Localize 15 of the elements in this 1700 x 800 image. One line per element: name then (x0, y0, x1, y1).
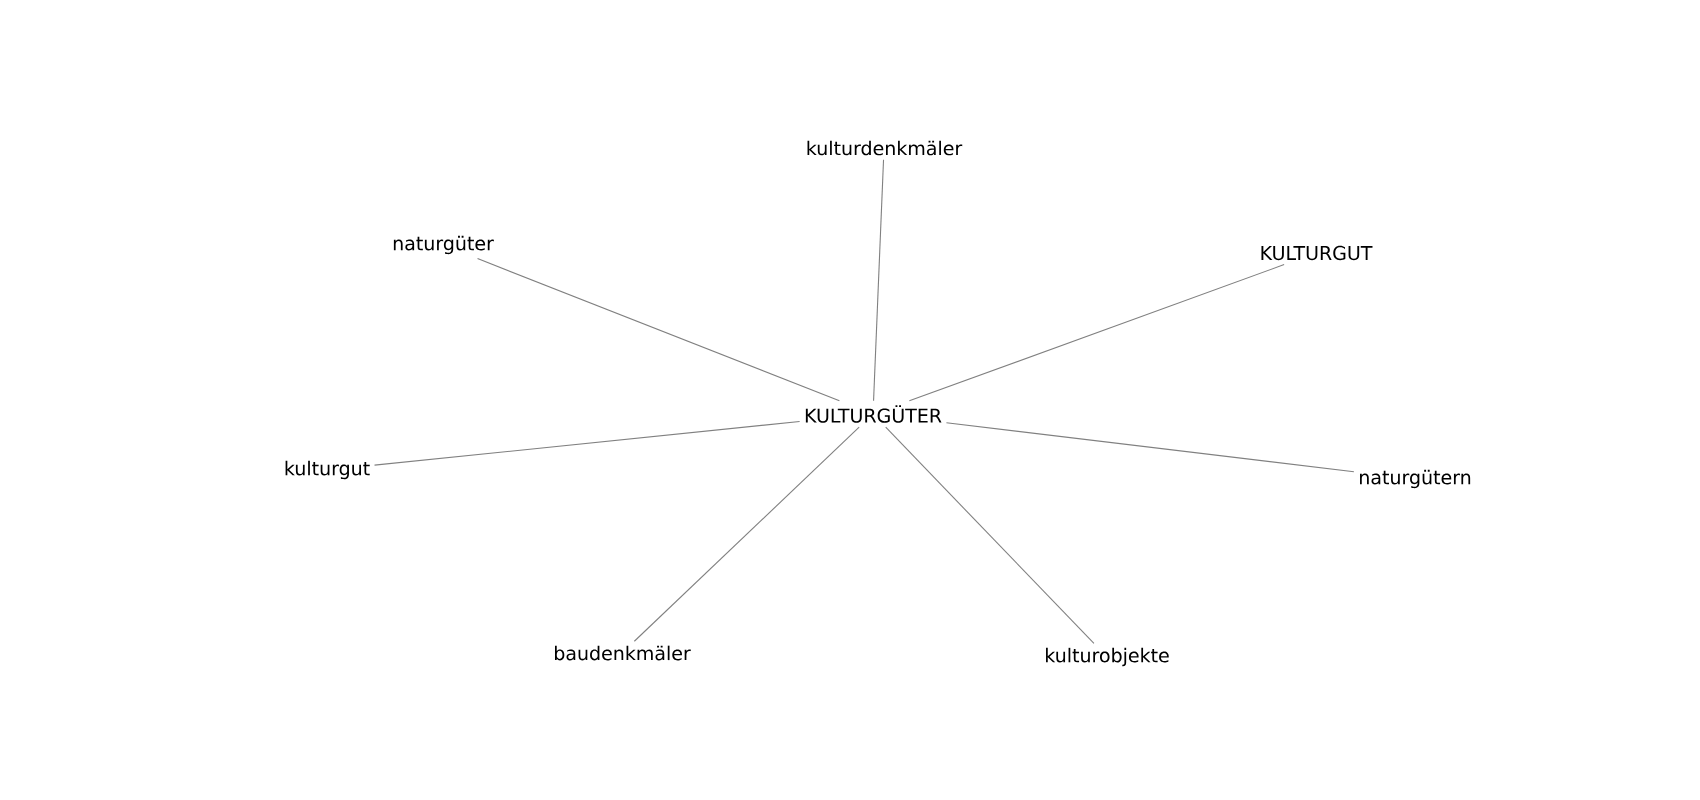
connector-line (885, 426, 1095, 644)
word-label: KULTURGUT (1261, 245, 1373, 261)
hub-word: KULTURGÜTER (805, 405, 942, 423)
word-label: naturgütern (1360, 469, 1471, 489)
word-label: kulturgut (285, 460, 370, 480)
word-label: baudenkmäler (555, 645, 691, 661)
connector-line (873, 159, 885, 402)
word-label: naturgüter (393, 235, 494, 255)
connector-line (945, 422, 1355, 473)
word-label: kulturobjekte (1046, 647, 1169, 667)
connector-line (908, 264, 1285, 402)
connector-line (633, 426, 860, 642)
connector-line (374, 420, 801, 466)
connector-line (476, 258, 840, 402)
word-label: kulturdenkmäler (807, 140, 963, 156)
